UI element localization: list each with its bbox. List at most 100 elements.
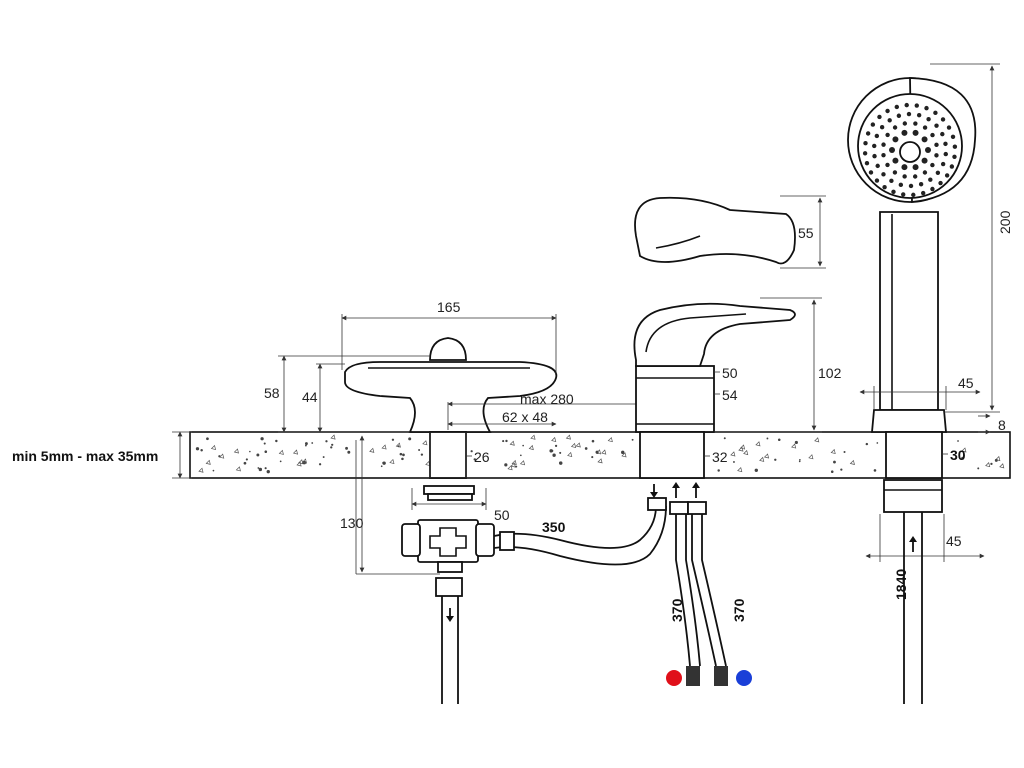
speckle [292, 449, 299, 455]
nozzle [943, 141, 948, 147]
speckle [754, 468, 758, 472]
speckle [330, 446, 333, 449]
hand-shower [847, 77, 977, 513]
hole-26-label: 26 [474, 449, 490, 465]
speckle [345, 446, 348, 450]
depth-130-label: 130 [340, 515, 364, 531]
speckle [567, 451, 573, 458]
speckle [840, 468, 843, 471]
nozzle [881, 142, 886, 147]
hot-water-dot-icon [666, 670, 682, 686]
nozzle [887, 118, 892, 123]
speckle [596, 452, 599, 454]
speckle [399, 452, 403, 456]
speckle [515, 465, 518, 468]
nozzle [863, 141, 868, 146]
speckle [575, 442, 581, 448]
nozzle [916, 112, 922, 118]
speckle [245, 458, 248, 461]
nozzle [906, 111, 912, 117]
nozzle [952, 154, 957, 159]
speckle [601, 449, 607, 455]
flow-arrow-up-icon [909, 536, 917, 552]
width-45-upper-label: 45 [958, 375, 974, 391]
hoses [441, 497, 923, 704]
height-102-label: 102 [818, 365, 842, 381]
speckle [849, 459, 855, 465]
speckle [507, 465, 513, 471]
speckle [552, 453, 556, 457]
hose-1840-label: 1840 [893, 569, 909, 600]
speckle [347, 450, 351, 454]
nozzle [885, 162, 890, 168]
nozzle [862, 151, 868, 156]
nozzle [922, 170, 928, 175]
hose-370-right-label: 370 [731, 598, 747, 622]
nozzle [933, 110, 938, 116]
speckle [264, 467, 267, 470]
speckle [330, 434, 336, 440]
speckle [559, 451, 562, 454]
width-45-lower-label: 45 [946, 533, 962, 549]
nozzle [912, 129, 919, 136]
diverter-knob [344, 337, 558, 433]
speckle [551, 436, 557, 443]
nozzle [877, 114, 882, 120]
speckle [198, 467, 204, 473]
speckle [195, 447, 200, 451]
flow-arrows [446, 482, 917, 622]
hole-32-label: 32 [712, 449, 728, 465]
speckle [522, 444, 524, 447]
nozzle [928, 177, 933, 182]
speckle [331, 443, 334, 446]
speckle [418, 449, 421, 451]
shower-dimensions: 200 45 8 30 45 [859, 63, 1013, 562]
speckle [510, 462, 516, 468]
nozzle [904, 102, 909, 108]
speckle [530, 434, 536, 440]
speckle [799, 458, 801, 461]
speckle [520, 454, 522, 457]
speckle [263, 442, 266, 445]
height-55-label: 55 [798, 225, 814, 241]
speckle [995, 455, 1001, 462]
speckle [219, 453, 225, 459]
hose-labels: 350 370 370 1840 [542, 519, 909, 622]
nozzle [879, 125, 885, 130]
height-44-label: 44 [302, 389, 318, 405]
speckle [876, 442, 879, 444]
speckle [275, 439, 278, 443]
nozzle [901, 164, 908, 171]
speckle [777, 438, 781, 442]
speckle [631, 438, 634, 441]
height-58-label: 58 [264, 385, 280, 401]
nozzle [944, 173, 950, 178]
nozzle [872, 153, 877, 159]
speckle [621, 450, 625, 455]
speckle [830, 448, 836, 455]
span-dimensions: max 280 62 x 48 [447, 391, 677, 430]
nozzle [892, 136, 899, 143]
nozzle [894, 104, 900, 110]
speckle [382, 461, 385, 464]
speckle [565, 434, 571, 440]
nozzle [922, 125, 928, 130]
speckle [994, 458, 998, 462]
nozzle [930, 186, 935, 192]
speckle [304, 442, 308, 446]
nozzle [940, 131, 945, 137]
speckle [621, 452, 627, 458]
speckle [990, 462, 993, 465]
speckle [723, 437, 726, 440]
nozzle [940, 117, 946, 122]
speckle [420, 453, 424, 456]
countertop-thickness-dimension: min 5mm - max 35mm [12, 431, 192, 479]
speckle [264, 450, 268, 453]
speckle [597, 458, 603, 464]
speckle [794, 440, 798, 445]
nozzle [930, 162, 935, 168]
speckle [249, 450, 251, 453]
speckle [318, 463, 322, 466]
speckle [325, 440, 328, 443]
